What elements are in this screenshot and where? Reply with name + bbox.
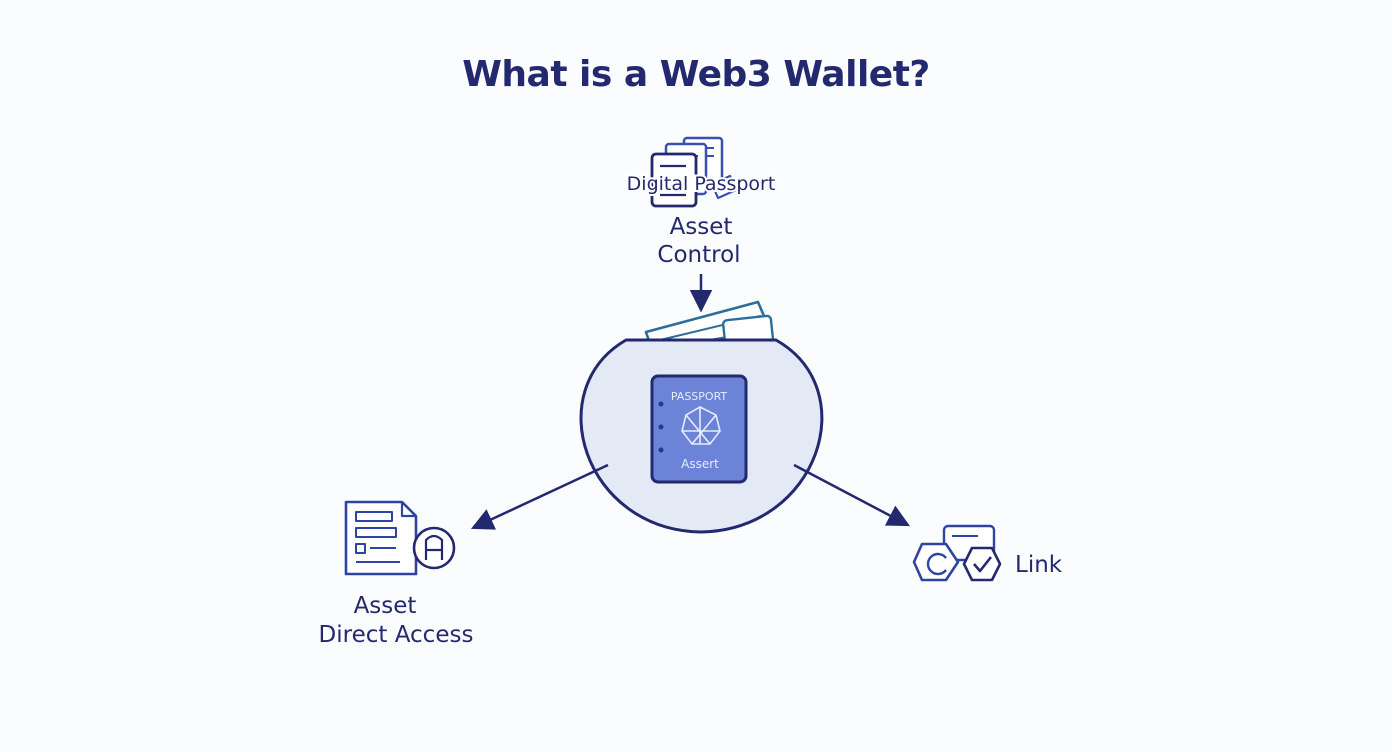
passport-footer-text: Assert — [681, 457, 719, 471]
globe-network-icon — [681, 406, 721, 445]
passport-book-icon — [650, 374, 748, 484]
link-icon — [912, 524, 1002, 582]
right-node-label: Link — [1015, 552, 1063, 578]
access-badge-icon — [412, 526, 456, 570]
diagram-title: What is a Web3 Wallet? — [462, 54, 930, 95]
passport-header-text: PASSPORT — [671, 390, 728, 403]
left-node-line2: Direct Access — [319, 622, 474, 648]
left-node-line1: Asset — [354, 593, 417, 619]
asset-control-line2: Control — [657, 242, 740, 268]
arrow-left-down — [470, 463, 609, 530]
document-stack-icon — [650, 136, 738, 208]
arrow-right-down — [793, 463, 910, 527]
digital-passport-label: Digital Passport — [627, 173, 776, 195]
asset-control-line1: Asset — [670, 214, 733, 240]
form-document-icon — [344, 500, 418, 576]
